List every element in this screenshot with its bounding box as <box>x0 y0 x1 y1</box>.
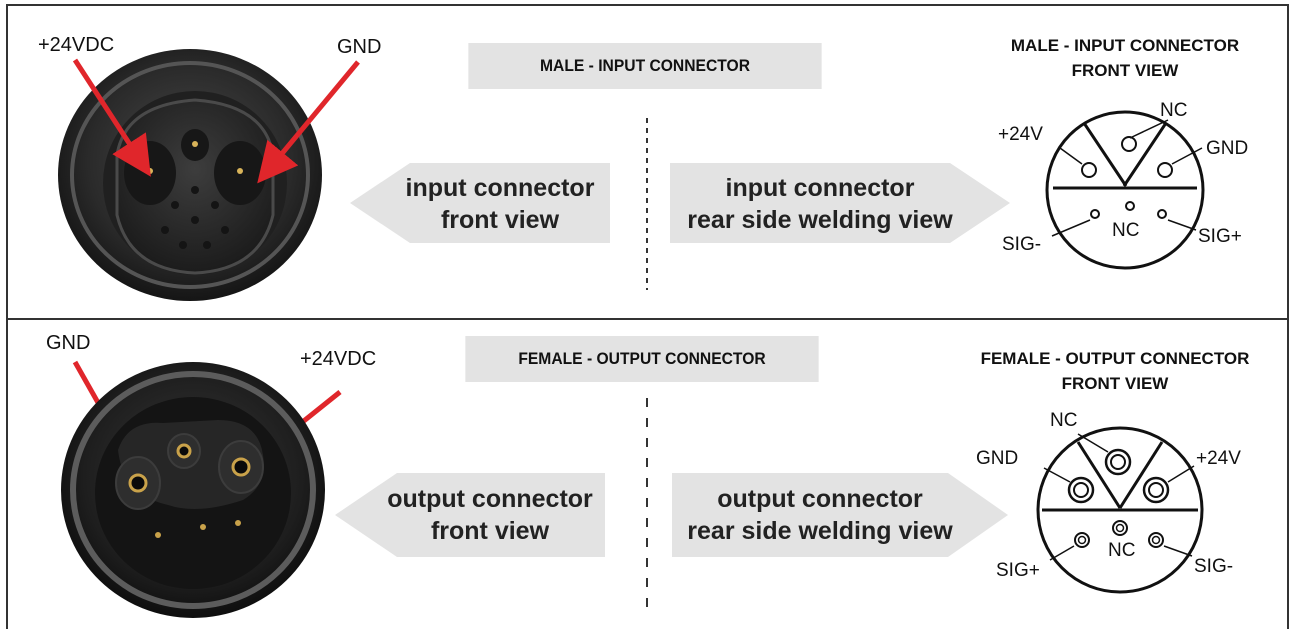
bottom-pin-label-left-bottom: SIG+ <box>996 560 1040 581</box>
female-connector-photo <box>61 362 325 618</box>
bottom-heading-line2: FRONT VIEW <box>1061 374 1169 393</box>
pin-gnd <box>1157 162 1173 178</box>
top-arrow-right-line2: rear side welding view <box>687 206 953 234</box>
bottom-arrow-right-text: output connector rear side welding view <box>675 483 965 547</box>
top-arrow-left-text: input connector front view <box>400 172 600 236</box>
pin-nc-bottom <box>1125 201 1135 211</box>
bottom-pin-label-right-top: +24V <box>1196 448 1241 469</box>
pin-sig-minus <box>1090 209 1100 219</box>
top-pin-label-right-top: GND <box>1206 138 1248 159</box>
bottom-arrow-right <box>672 473 1008 557</box>
pin-sig-plus <box>1157 209 1167 219</box>
top-pin-label-top: NC <box>1160 100 1187 121</box>
bottom-dashed-separator <box>646 398 648 614</box>
top-dashed-separator <box>646 118 648 290</box>
bottom-arrow-left-line2: front view <box>430 517 550 545</box>
bottom-pin-label-left-top: GND <box>976 448 1018 469</box>
bottom-photo-label-right: +24VDC <box>300 348 377 370</box>
bottom-arrow-right-line1: output connector <box>717 485 923 513</box>
bottom-arrow-left <box>335 473 605 557</box>
bottom-heading: FEMALE - OUTPUT CONNECTOR FRONT VIEW <box>960 346 1270 396</box>
top-pin-label-left-bottom: SIG- <box>1002 234 1041 255</box>
bottom-pin-label-top: NC <box>1050 410 1077 431</box>
top-arrow-left-line1: input connector <box>405 174 595 202</box>
top-arrow-left-line2: front view <box>440 206 560 234</box>
figure-frame <box>6 4 1289 629</box>
bottom-pin-label-right-bottom: SIG- <box>1194 556 1233 577</box>
top-band-title: MALE - INPUT CONNECTOR <box>468 43 822 89</box>
top-pinout-diagram: NC +24V GND SIG- NC SIG+ <box>998 100 1248 270</box>
top-pin-label-left-top: +24V <box>998 124 1043 145</box>
bottom-band-title: FEMALE - OUTPUT CONNECTOR <box>465 336 819 382</box>
top-pin-label-center-bottom: NC <box>1112 220 1139 241</box>
pin-nc-top <box>1121 136 1137 152</box>
top-arrow-right <box>670 163 1010 243</box>
bottom-pinout-diagram: NC GND +24V SIG+ NC SIG- <box>976 410 1241 594</box>
top-arrow-left <box>350 163 610 243</box>
pointer-arrow <box>257 60 360 184</box>
bottom-photo-label-left: GND <box>46 332 91 354</box>
top-arrow-right-text: input connector rear side welding view <box>675 172 965 236</box>
bottom-heading-line1: FEMALE - OUTPUT CONNECTOR <box>980 349 1250 368</box>
pointer-arrow <box>72 58 151 177</box>
bottom-arrow-left-line1: output connector <box>387 485 593 513</box>
pin-24v <box>1081 162 1097 178</box>
section-divider <box>6 318 1289 320</box>
top-heading-line2: FRONT VIEW <box>1071 61 1179 80</box>
top-heading-line1: MALE - INPUT CONNECTOR <box>1010 36 1240 55</box>
top-photo-label-right: GND <box>337 36 382 58</box>
bottom-arrow-left-text: output connector front view <box>380 483 600 547</box>
top-arrow-right-line1: input connector <box>725 174 915 202</box>
bottom-arrow-right-line2: rear side welding view <box>687 517 953 545</box>
top-photo-label-left: +24VDC <box>38 34 115 56</box>
bottom-pin-label-center-bottom: NC <box>1108 540 1135 561</box>
top-pin-label-right-bottom: SIG+ <box>1198 226 1242 247</box>
top-heading: MALE - INPUT CONNECTOR FRONT VIEW <box>975 33 1275 83</box>
